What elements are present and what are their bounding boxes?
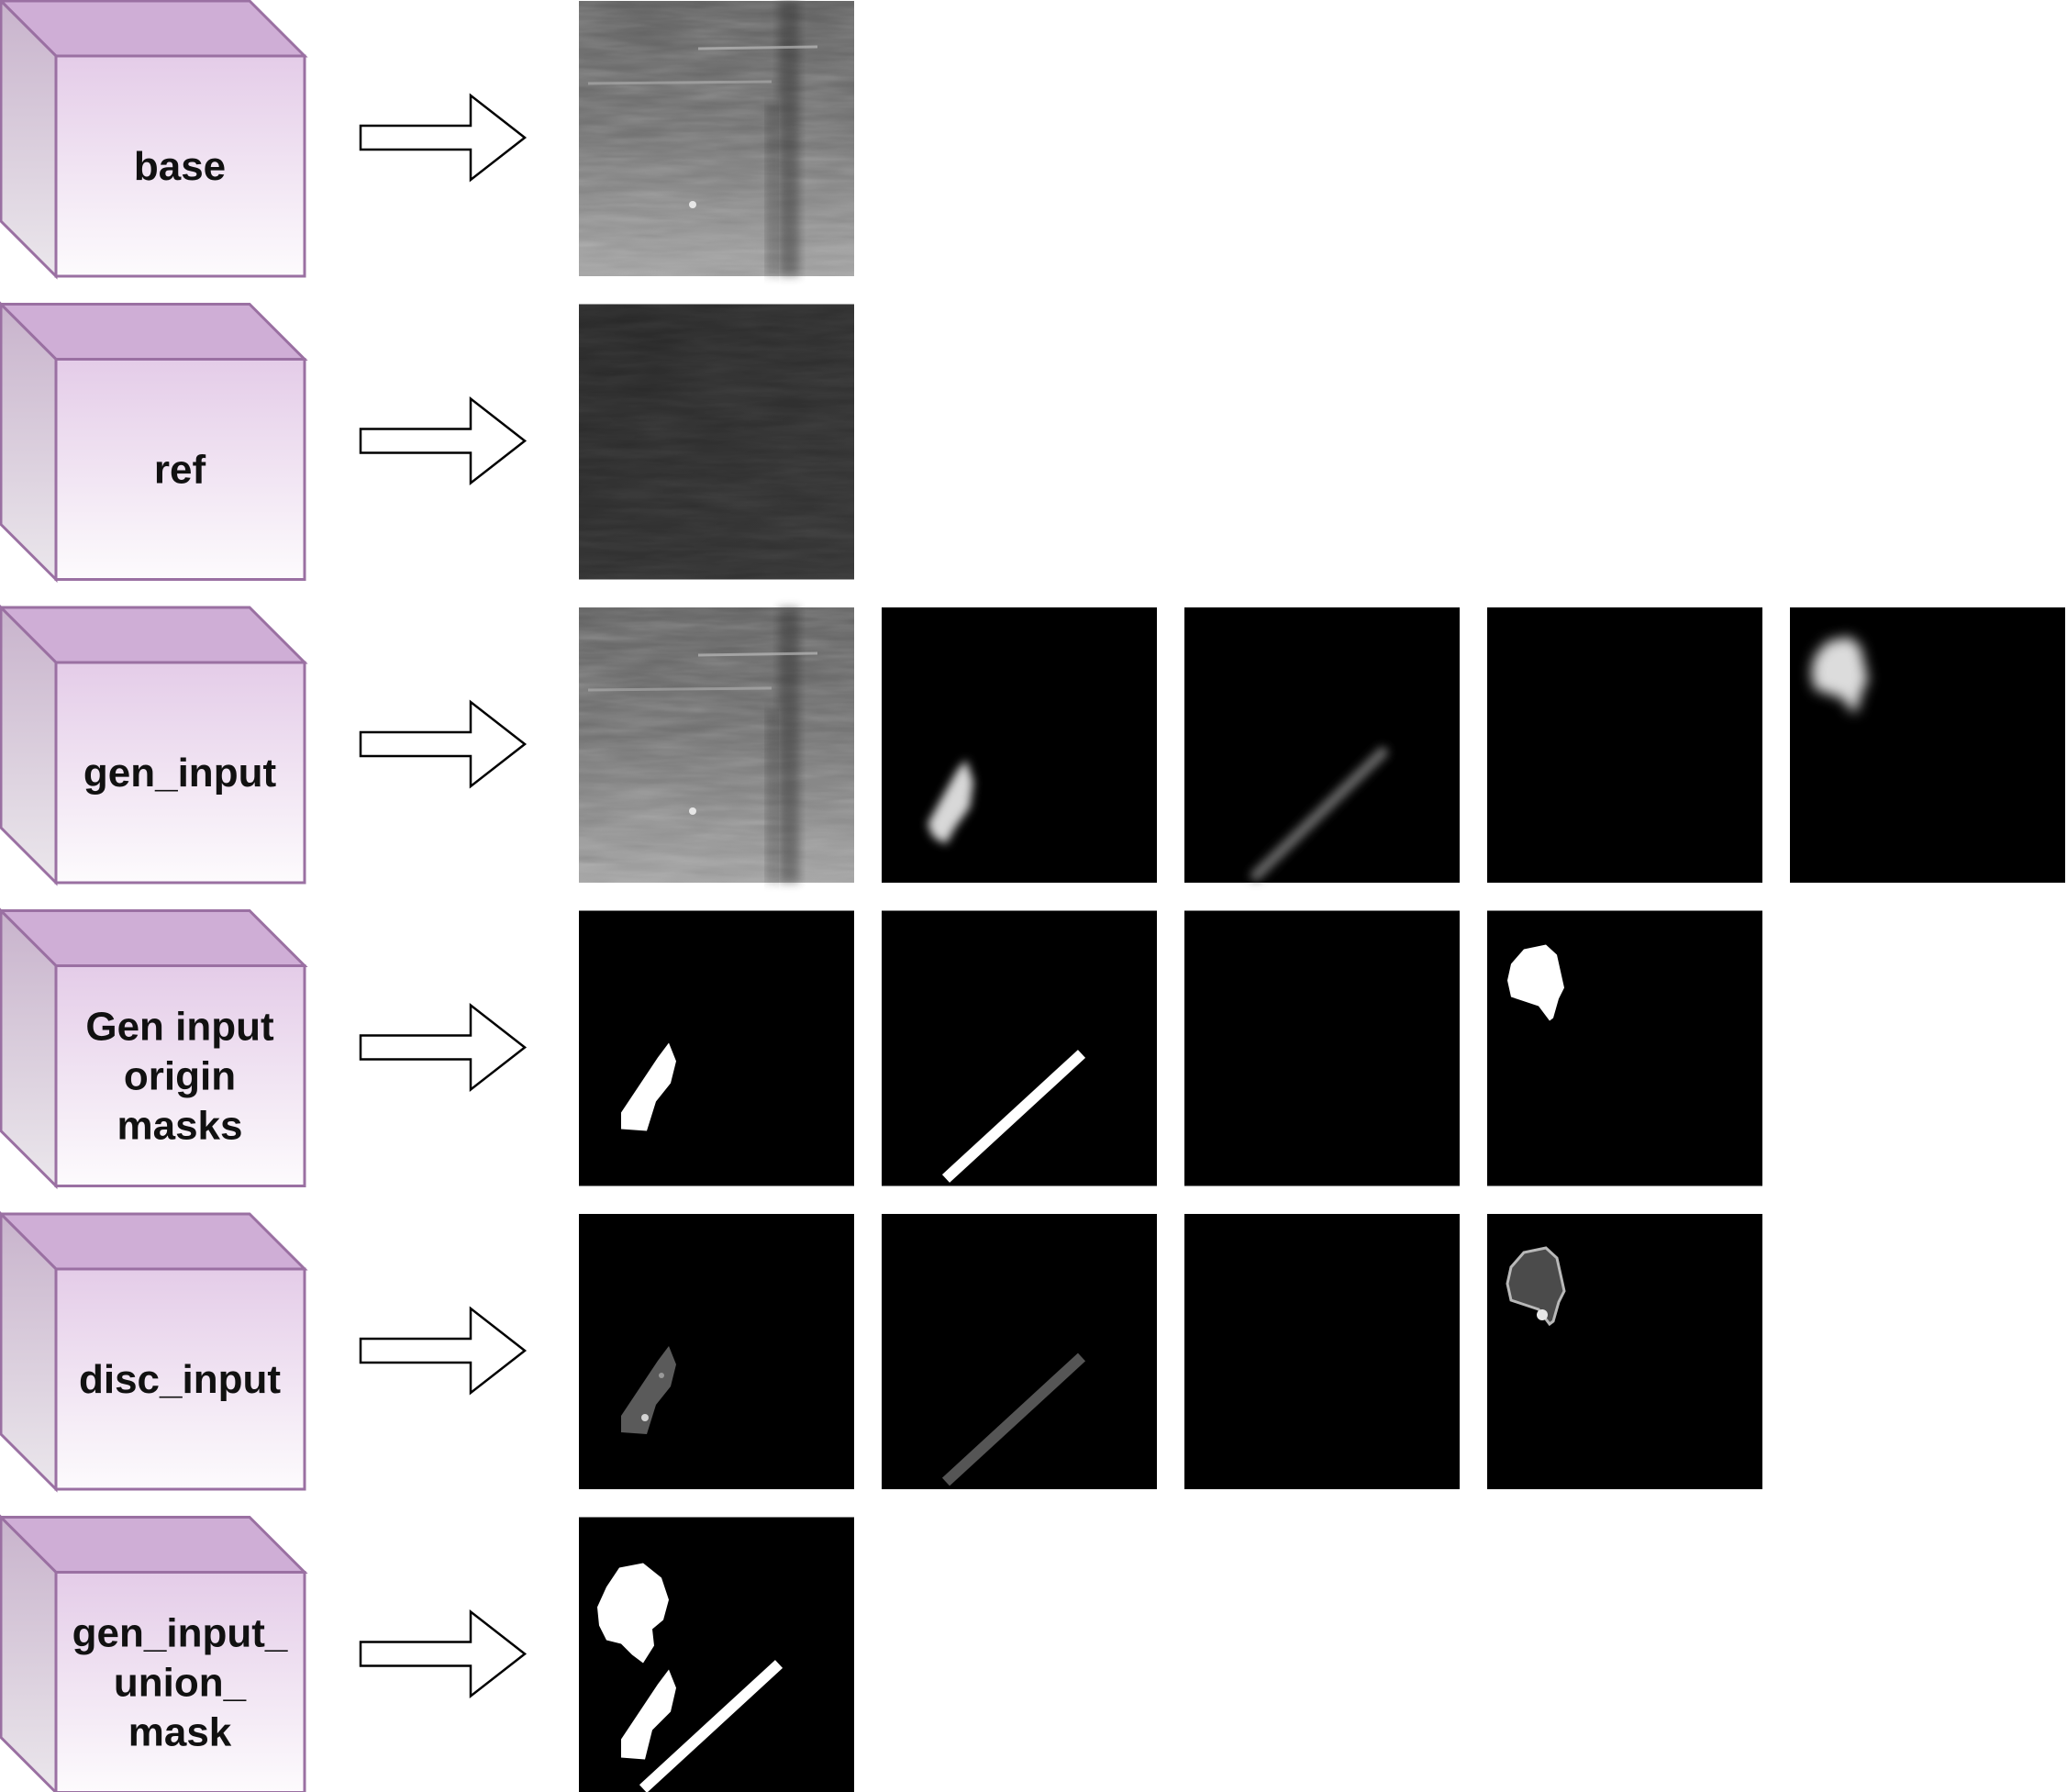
- row-ref: ref: [0, 301, 854, 584]
- row-gen_input_union_mask: gen_input_ union_mask: [0, 1514, 854, 1792]
- row-disc_input: disc_input: [0, 1210, 1762, 1493]
- row-label-line: gen_input: [83, 751, 277, 796]
- union-mask-image: [579, 1517, 854, 1792]
- origin-mask-empty: [1184, 910, 1460, 1186]
- gen-input-soft-rock: [1790, 607, 2065, 883]
- cube-disc_input: disc_input: [0, 1210, 308, 1493]
- cube-gen_input: gen_input: [0, 604, 308, 886]
- row-label-line: union_: [114, 1661, 247, 1706]
- row-label: disc_input: [79, 1357, 281, 1402]
- row-label-line: mask: [128, 1710, 232, 1755]
- cube-front-face: [54, 661, 306, 885]
- gen-input-texture-image: [579, 607, 854, 883]
- gen-input-soft-line: [1184, 607, 1460, 883]
- right-arrow-icon: [359, 699, 528, 789]
- row-base: base: [0, 0, 854, 280]
- row-label-line: base: [134, 144, 226, 189]
- origin-mask-line: [882, 910, 1157, 1186]
- cube-front-face: [54, 1267, 306, 1491]
- cube-side-face: [0, 1514, 58, 1792]
- gen-input-soft-blob: [882, 607, 1157, 883]
- row-label-line: Gen input: [85, 1005, 274, 1050]
- gen-input-empty-channel: [1487, 607, 1762, 883]
- right-arrow-icon: [359, 1608, 528, 1699]
- right-arrow-icon: [359, 1306, 528, 1396]
- right-arrow-icon: [359, 1002, 528, 1093]
- row-label: gen_input_ union_mask: [72, 1611, 288, 1755]
- right-arrow-icon: [359, 93, 528, 183]
- ref-texture-image: [579, 304, 854, 580]
- disc-input-empty: [1184, 1214, 1460, 1489]
- cube-ref: ref: [0, 301, 308, 584]
- disc-input-line: [882, 1214, 1157, 1489]
- row-label-line: ref: [154, 448, 206, 493]
- row-label-line: disc_input: [79, 1357, 281, 1402]
- right-arrow-icon: [359, 395, 528, 486]
- cube-front-face: [54, 1571, 306, 1792]
- disc-input-blob: [579, 1214, 854, 1489]
- row-label: gen_input: [83, 751, 277, 796]
- row-label-line: masks: [117, 1104, 242, 1149]
- cube-front-face: [54, 358, 306, 581]
- row-label-line: gen_input_: [72, 1611, 288, 1656]
- cube-front-face: [54, 964, 306, 1187]
- row-label: ref: [154, 448, 206, 493]
- origin-mask-rock: [1487, 910, 1762, 1186]
- disc-input-rock: [1487, 1214, 1762, 1489]
- row-gen_input: gen_input: [0, 604, 2065, 886]
- cube-base: base: [0, 0, 308, 280]
- cube-gen_input_union_mask: gen_input_ union_mask: [0, 1514, 308, 1792]
- origin-mask-blob: [579, 910, 854, 1186]
- row-label: base: [134, 144, 226, 189]
- base-texture-image: [579, 1, 854, 276]
- row-label-line: origin: [124, 1054, 236, 1099]
- cube-front-face: [54, 54, 306, 278]
